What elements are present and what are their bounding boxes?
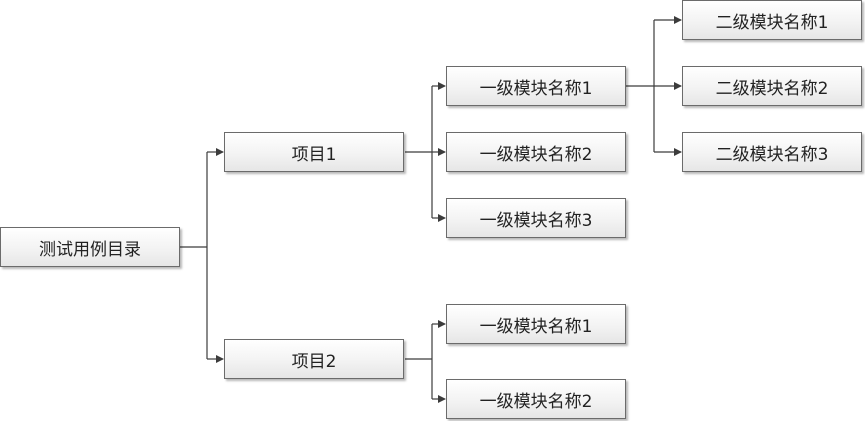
node-submodule-2: 二级模块名称2 (682, 66, 862, 106)
node-p1-module-2: 一级模块名称2 (446, 132, 626, 172)
node-project-1: 项目1 (224, 132, 404, 172)
connector-module-1-trunk (626, 20, 655, 152)
node-submodule-3: 二级模块名称3 (682, 132, 862, 172)
node-project-2: 项目2 (224, 339, 404, 379)
connector-project-1-trunk (405, 86, 433, 218)
node-p1-module-3: 一级模块名称3 (446, 198, 626, 238)
connector-project-2-trunk (405, 324, 433, 399)
node-p1-module-1: 一级模块名称1 (446, 66, 626, 106)
node-p2-module-1: 一级模块名称1 (446, 304, 626, 344)
node-root: 测试用例目录 (0, 227, 180, 267)
node-p2-module-2: 一级模块名称2 (446, 379, 626, 419)
node-submodule-1: 二级模块名称1 (682, 0, 862, 40)
connector-root-trunk (180, 152, 208, 359)
